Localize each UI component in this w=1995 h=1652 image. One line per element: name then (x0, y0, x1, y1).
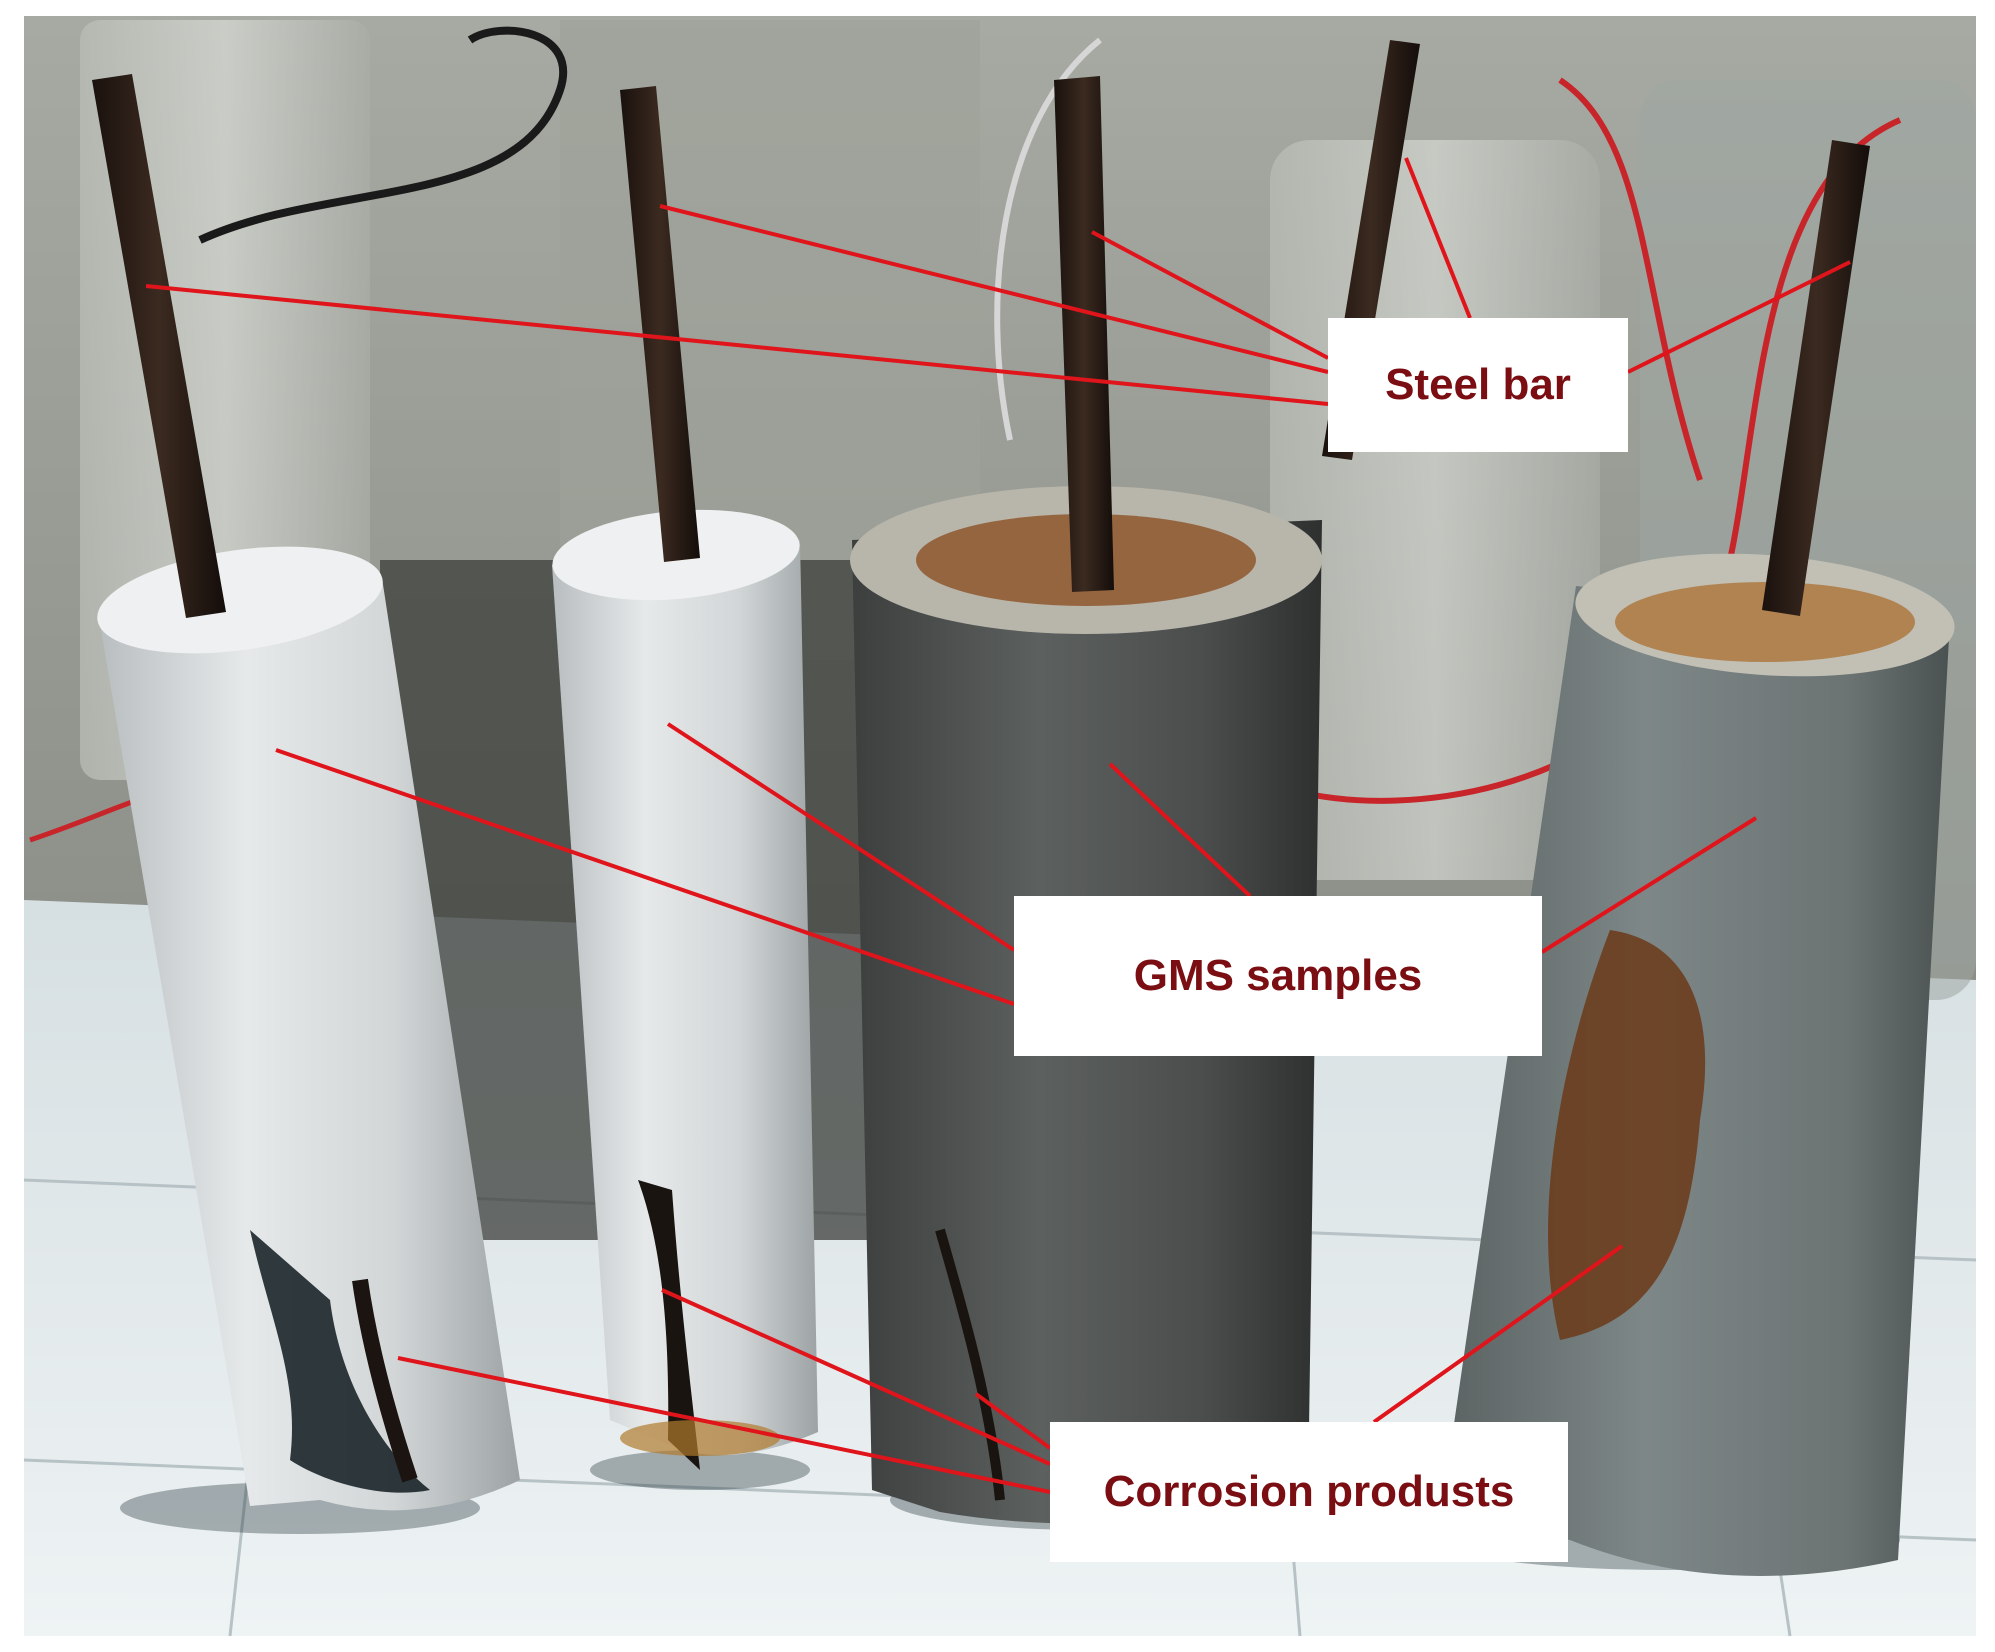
gms-samples-label: GMS samples (1014, 896, 1542, 1056)
corrosion-products-label: Corrosion produsts (1050, 1422, 1568, 1562)
steel-bar-label: Steel bar (1328, 318, 1628, 452)
corrosion-products-label-text: Corrosion produsts (1103, 1467, 1515, 1516)
gms-samples-label-text: GMS samples (1133, 951, 1423, 1000)
steel-bar-label-text: Steel bar (1385, 360, 1571, 409)
